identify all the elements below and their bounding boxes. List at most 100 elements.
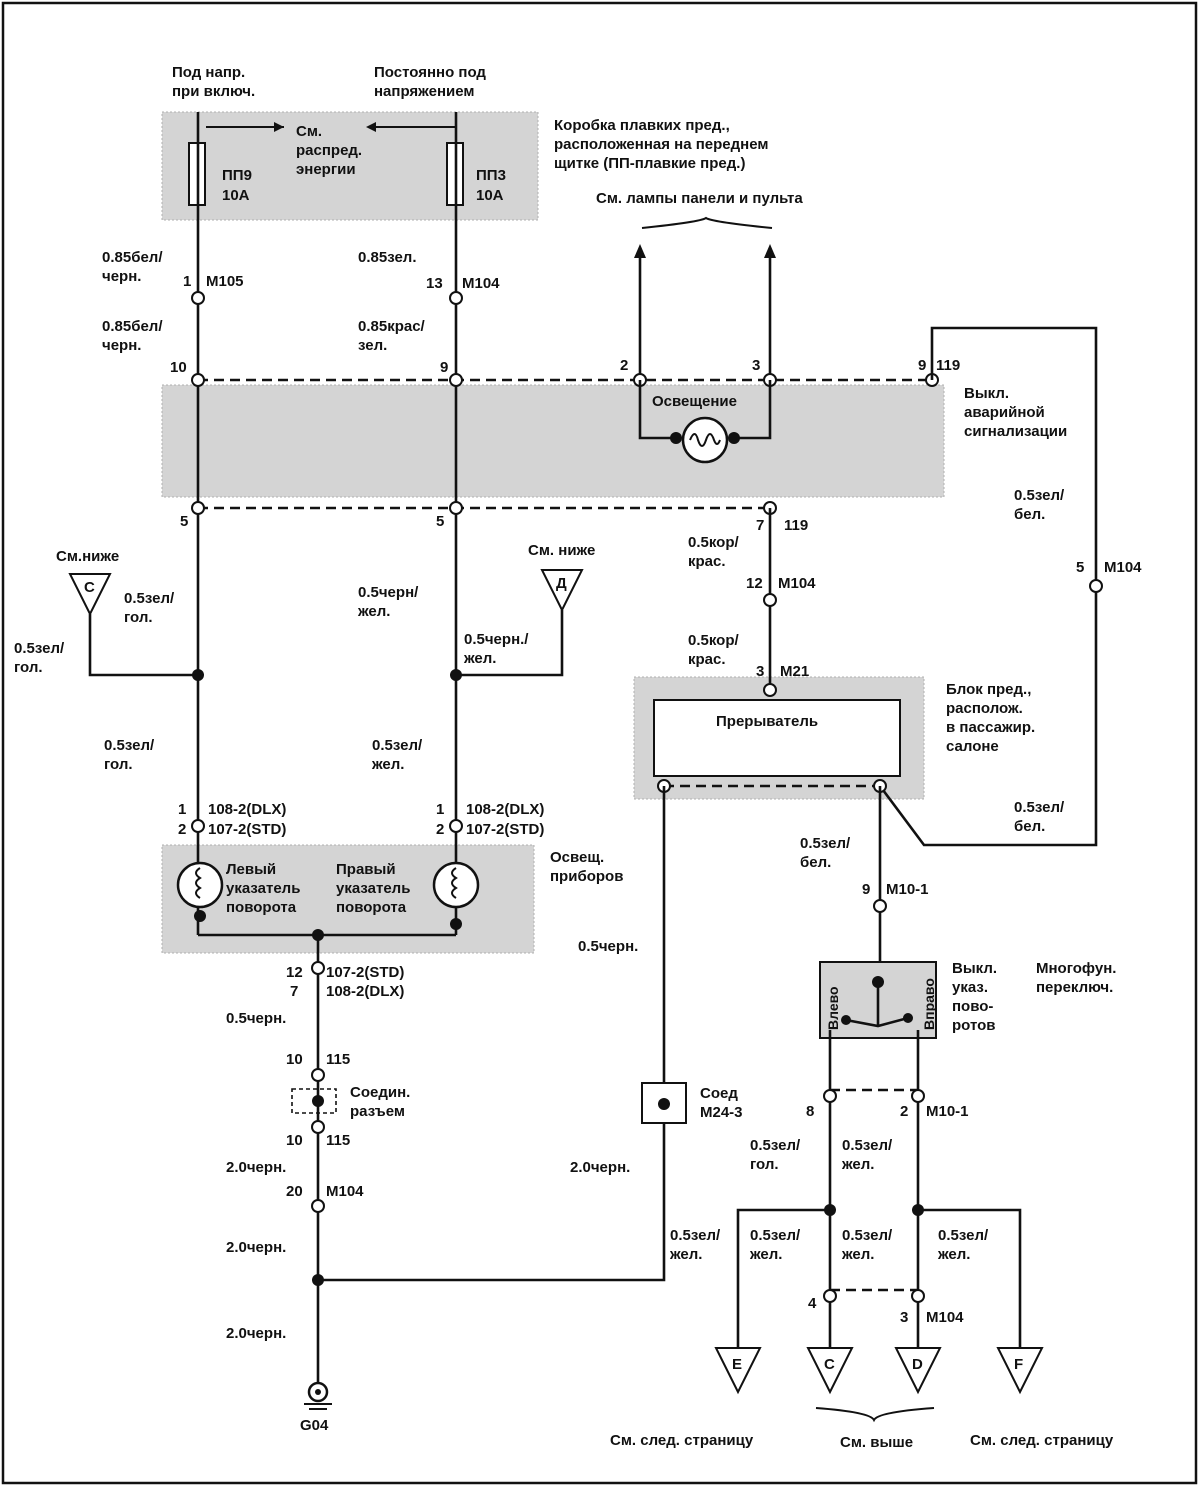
wire-mid-3b: жел.	[357, 603, 390, 620]
hazard-switch-region	[161, 384, 945, 498]
wire-right-1b: бел.	[1014, 506, 1045, 523]
top-mid-label-2: напряжением	[374, 83, 474, 100]
turn-switch-2: указ.	[952, 979, 988, 996]
hazard-pin-9	[449, 373, 463, 387]
left-lamp-pin	[191, 819, 205, 833]
wire-b1b: гол.	[750, 1156, 779, 1173]
wire-left-4a: 0.5зел/	[104, 737, 155, 754]
right-lamp-p2: 2	[436, 821, 444, 838]
wire-mid-2a: 0.85крас/	[358, 318, 426, 335]
left-indicator-3: поворота	[226, 899, 297, 916]
fuse-left-name: ПП9	[222, 167, 252, 184]
fuse-ref-3: энергии	[296, 161, 356, 178]
wire-right-1a: 0.5зел/	[1014, 487, 1065, 504]
lamp-arrow-left	[634, 244, 646, 258]
flag-f-letter: F	[1014, 1356, 1023, 1373]
conn-m104-pin4-label: 4	[808, 1295, 817, 1312]
right-indicator-filament	[451, 867, 458, 899]
left-indicator-bulb-icon	[176, 861, 224, 909]
conn-right-1-number: 5	[1076, 559, 1084, 576]
conn-m10-bottom-pin	[911, 1089, 925, 1103]
splice-ground-top	[312, 929, 324, 941]
wire-mid-3d: жел.	[463, 650, 496, 667]
conn-m104-bottom-pin	[911, 1289, 925, 1303]
left-indicator-filament	[195, 867, 202, 899]
fuse-ref-2: распред.	[296, 142, 362, 159]
flag-f-icon	[996, 1347, 1044, 1395]
wire-to-f	[918, 1208, 1022, 1348]
fuse-ref-1: См.	[296, 123, 322, 140]
wire-kor-1b: крас.	[688, 553, 726, 570]
left-lamp-p1: 1	[178, 801, 186, 818]
splice-mid	[450, 669, 462, 681]
conn-115-top-pin	[311, 1068, 325, 1082]
wire-right-3b: бел.	[1014, 818, 1045, 835]
joint-connector-dot	[312, 1095, 324, 1107]
conn-m104-bottom-name: M104	[926, 1309, 964, 1326]
wire-b2a: 0.5зел/	[842, 1137, 893, 1154]
hazard-pin-3-label: 3	[752, 357, 760, 374]
conn-left-1-pin	[191, 291, 205, 305]
conn-ground-a-p12name: 107-2(STD)	[326, 964, 404, 981]
flag-e-letter: E	[732, 1356, 742, 1373]
wire-left-3d: гол.	[14, 659, 43, 676]
top-left-label-1: Под напр.	[172, 64, 245, 81]
wire-ground-5: 2.0черн.	[570, 1159, 630, 1176]
conn-left-1-name: M105	[206, 273, 244, 290]
right-indicator-dot	[450, 918, 462, 930]
ref-arrow-left-head	[274, 122, 284, 132]
switch-blade	[845, 1016, 909, 1028]
wire-right-3a: 0.5зел/	[1014, 799, 1065, 816]
hazard-label-2: аварийной	[964, 404, 1045, 421]
conn-kor-1-name: M104	[778, 575, 816, 592]
wire-mid-3a: 0.5черн/	[358, 584, 419, 601]
conn-115-bottom-number: 10	[286, 1132, 303, 1149]
flag-d-icon	[894, 1347, 942, 1395]
right-indicator-3: поворота	[336, 899, 407, 916]
switch-left-word: Влево	[825, 986, 841, 1030]
fuse-block-label-2: располож.	[946, 700, 1023, 717]
conn-m21-pin	[763, 683, 777, 697]
wire-mid-4b: жел.	[371, 756, 404, 773]
wire-left-1a: 0.85бел/	[102, 249, 163, 266]
left-indicator-2: указатель	[226, 880, 300, 897]
flag-c-letter: C	[824, 1356, 835, 1373]
multi-switch-1: Многофун.	[1036, 960, 1116, 977]
wire-b3a: 0.5зел/	[670, 1227, 721, 1244]
hazard-pin-10-label: 10	[170, 359, 187, 376]
switch-left-contact	[841, 1015, 851, 1025]
joint-m24-1: Соед	[700, 1085, 738, 1102]
conn-115-bottom-pin	[311, 1120, 325, 1134]
hazard-label-1: Выкл.	[964, 385, 1009, 402]
ground-icon-center	[315, 1389, 321, 1395]
wire-b5a: 0.5зел/	[842, 1227, 893, 1244]
turn-switch-1: Выкл.	[952, 960, 997, 977]
wire-b6b: жел.	[937, 1246, 970, 1263]
left-indicator-dot	[194, 910, 206, 922]
splice-f	[912, 1204, 924, 1216]
conn-ground-a-pin	[311, 961, 325, 975]
illum-dot-left	[670, 432, 682, 444]
fuse-block-label-3: в пассажир.	[946, 719, 1035, 736]
conn-115-top-number: 10	[286, 1051, 303, 1068]
splice-e	[824, 1204, 836, 1216]
splice-left	[192, 669, 204, 681]
wire-kor-2b: крас.	[688, 651, 726, 668]
illum-dot-right	[728, 432, 740, 444]
conn-m104-20-pin	[311, 1199, 325, 1213]
fuse-block-label-4: салоне	[946, 738, 999, 755]
conn-kor-1-number: 12	[746, 575, 763, 592]
conn-m104-pin4	[823, 1289, 837, 1303]
wire-d-branch	[456, 610, 564, 677]
flag-d-letter: D	[912, 1356, 923, 1373]
illum-wire-right	[734, 380, 772, 440]
hazard-pin-10	[191, 373, 205, 387]
wire-left-1b: черн.	[102, 268, 141, 285]
see-above-brace	[815, 1407, 935, 1423]
fuse-right-rating: 10А	[476, 187, 504, 204]
fuse-box-caption-2: расположенная на переднем	[554, 136, 768, 153]
conn-m104-bottom-number: 3	[900, 1309, 908, 1326]
flasher-label: Прерыватель	[716, 713, 818, 730]
hazard-pin-2-label: 2	[620, 357, 628, 374]
